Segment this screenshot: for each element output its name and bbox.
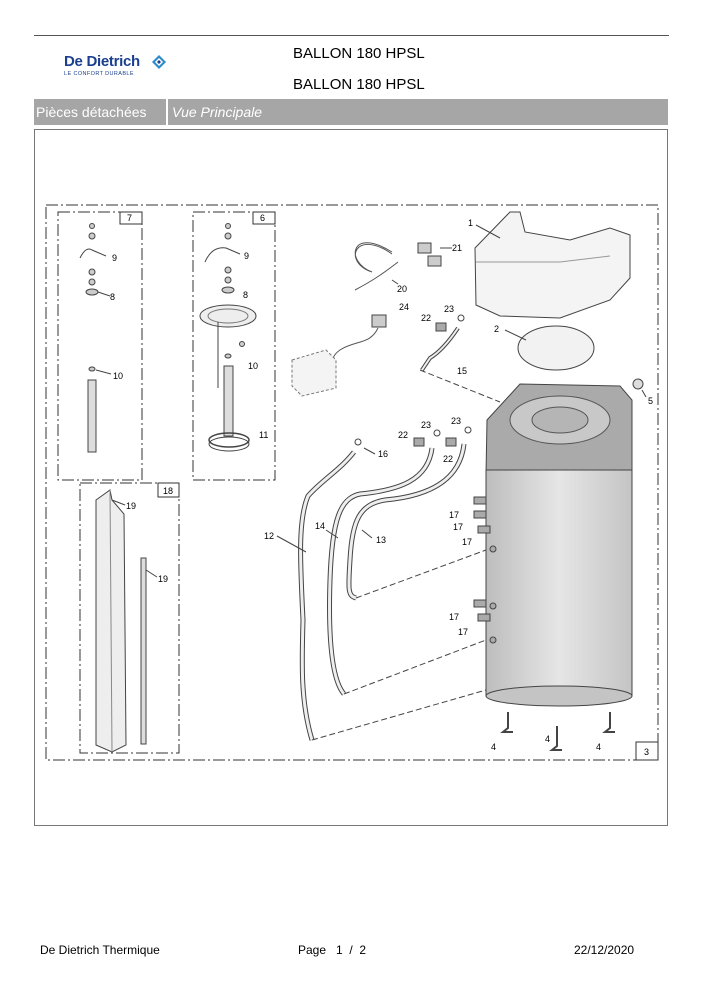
group-3-number: 3	[644, 747, 649, 757]
part-label: 14	[315, 521, 325, 531]
part-label: 5	[648, 396, 653, 406]
part-label: 17	[449, 612, 459, 622]
group-7-box	[57, 211, 143, 481]
footer-date: 22/12/2020	[574, 943, 635, 957]
brand-diamond-icon	[152, 55, 166, 69]
page-label: Page	[298, 943, 327, 957]
group-6-box	[192, 211, 276, 481]
header-rule	[34, 35, 669, 36]
part-label: 23	[421, 420, 431, 430]
footer-company: De Dietrich Thermique	[40, 943, 160, 957]
part-label: 9	[112, 253, 117, 263]
part-label: 19	[158, 574, 168, 584]
brand-logo: De Dietrich LE CONFORT DURABLE	[64, 53, 174, 83]
group-18-box	[79, 482, 180, 754]
brand-tagline: LE CONFORT DURABLE	[64, 71, 134, 77]
part-label: 16	[378, 449, 388, 459]
group-18-number: 18	[163, 486, 173, 496]
part-label: 9	[244, 251, 249, 261]
part-label: 8	[243, 290, 248, 300]
assembly-outline	[45, 204, 659, 761]
part-label: 19	[126, 501, 136, 511]
part-label: 13	[376, 535, 386, 545]
footer-pagination: Page 1 / 2	[298, 943, 366, 957]
part-label: 17	[449, 510, 459, 520]
part-label: 4	[491, 742, 496, 752]
part-label: 22	[421, 313, 431, 323]
part-label: 8	[110, 292, 115, 302]
part-label: 23	[451, 416, 461, 426]
part-label: 11	[259, 430, 268, 440]
part-label: 17	[458, 627, 468, 637]
part-label: 23	[444, 304, 454, 314]
part-label: 10	[248, 361, 258, 371]
page-separator: /	[349, 943, 353, 957]
part-label: 20	[397, 284, 407, 294]
part-label: 2	[494, 324, 499, 334]
section-label: Pièces détachées	[36, 104, 147, 120]
part-label: 22	[443, 454, 453, 464]
section-divider	[166, 99, 168, 125]
diagram-frame	[34, 129, 668, 826]
section-bar: Pièces détachées Vue Principale	[34, 99, 668, 125]
page-total: 2	[359, 943, 367, 957]
part-label: 17	[453, 522, 463, 532]
document-subtitle: BALLON 180 HPSL	[293, 76, 425, 93]
part-label: 22	[398, 430, 408, 440]
brand-name: De Dietrich	[64, 53, 140, 70]
group-7-number: 7	[127, 213, 132, 223]
part-label: 10	[113, 371, 123, 381]
page-current: 1	[336, 943, 343, 957]
group-6-number: 6	[260, 213, 265, 223]
part-label: 4	[545, 734, 550, 744]
document-title: BALLON 180 HPSL	[293, 45, 425, 62]
part-label: 4	[596, 742, 601, 752]
part-label: 24	[399, 302, 409, 312]
part-label: 15	[457, 366, 467, 376]
part-label: 1	[468, 218, 473, 228]
part-label: 17	[462, 537, 472, 547]
part-label: 12	[264, 531, 274, 541]
view-label: Vue Principale	[172, 104, 263, 120]
part-label: 21	[452, 243, 462, 253]
